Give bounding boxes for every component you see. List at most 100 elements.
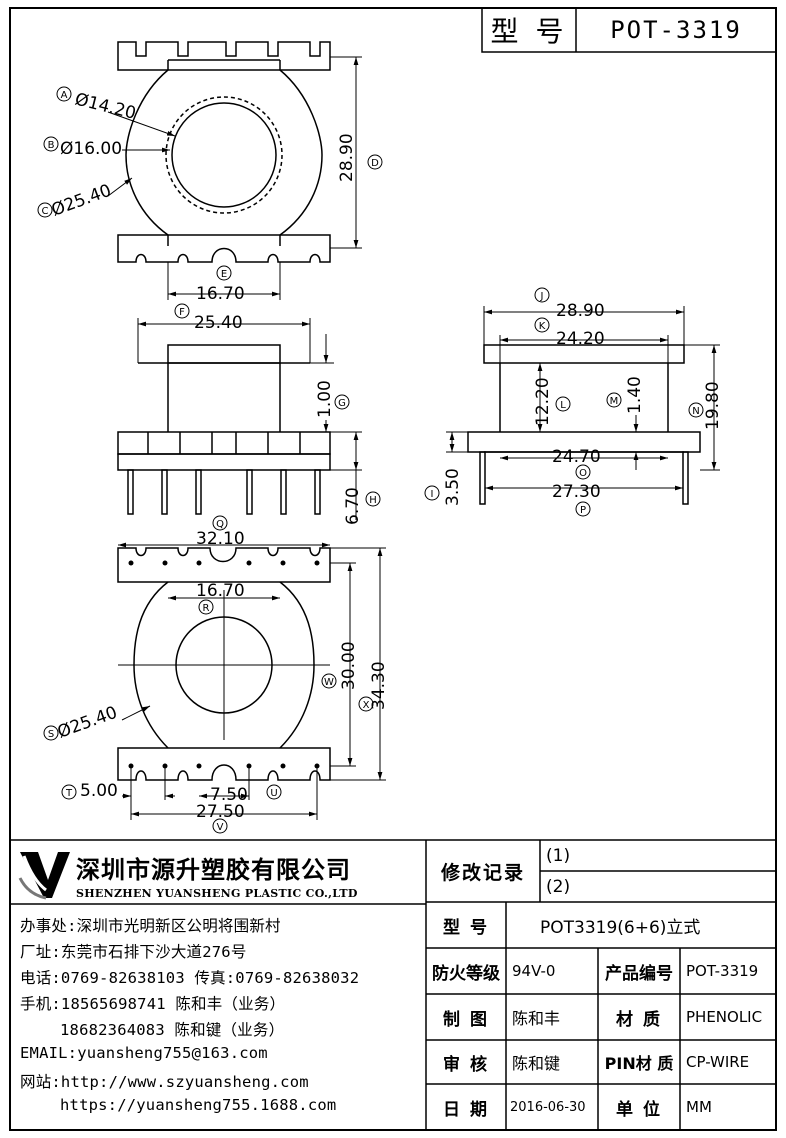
header-model-label: 型 号 bbox=[490, 15, 568, 48]
svg-text:S: S bbox=[48, 729, 54, 740]
dim-u: 7.50 bbox=[210, 785, 248, 805]
side-view bbox=[467, 344, 701, 505]
top-view bbox=[117, 41, 331, 263]
front-view bbox=[117, 344, 331, 515]
svg-text:A: A bbox=[61, 90, 68, 101]
mobile-2: 18682364083 陈和键（业务） bbox=[60, 1021, 285, 1039]
callout-p: P bbox=[575, 501, 591, 517]
revision-2: (2) bbox=[546, 876, 571, 897]
bottom-view-center-lines bbox=[118, 590, 330, 740]
callout-t: T bbox=[61, 784, 77, 800]
dim-r: 16.70 bbox=[196, 581, 245, 601]
dim-p: 27.30 bbox=[552, 482, 601, 502]
office-address: 办事处:深圳市光明新区公明将围新村 bbox=[20, 917, 281, 935]
drawing-frame bbox=[9, 7, 777, 1131]
svg-text:G: G bbox=[338, 398, 346, 409]
header-model-value: POT-3319 bbox=[610, 16, 742, 44]
callout-f: F bbox=[174, 303, 190, 319]
callout-g: G bbox=[334, 394, 350, 410]
callout-n: N bbox=[688, 402, 704, 418]
callout-j: J bbox=[534, 287, 550, 303]
dim-e: 16.70 bbox=[196, 284, 245, 304]
dim-v: 27.50 bbox=[196, 802, 245, 822]
dimension-lines bbox=[107, 56, 720, 820]
drawn-by-label: 制 图 bbox=[443, 1009, 489, 1030]
callout-e: E bbox=[216, 265, 232, 281]
callout-v: V bbox=[212, 818, 228, 834]
drawn-by-value: 陈和丰 bbox=[512, 1009, 561, 1028]
svg-text:K: K bbox=[539, 321, 546, 332]
callout-w: W bbox=[321, 673, 337, 689]
company-name-cn: 深圳市源升塑胶有限公司 bbox=[76, 855, 351, 884]
callout-s: S bbox=[43, 725, 59, 741]
callout-b: B bbox=[43, 136, 59, 152]
factory-address: 厂址:东莞市石排下沙大道276号 bbox=[20, 943, 247, 961]
email[interactable]: EMAIL:yuansheng755@163.com bbox=[20, 1044, 268, 1062]
callout-r: R bbox=[198, 599, 214, 615]
dim-b: Ø16.00 bbox=[60, 139, 122, 159]
callout-letters: A B C D E F G H I J K L M N O P Q R S T … bbox=[37, 86, 704, 834]
material-label: 材 质 bbox=[616, 1009, 662, 1030]
dim-d: 28.90 bbox=[337, 133, 357, 182]
svg-text:Q: Q bbox=[216, 519, 224, 530]
svg-text:J: J bbox=[540, 291, 544, 302]
dim-h: 6.70 bbox=[343, 487, 363, 525]
callout-d: D bbox=[367, 154, 383, 170]
callout-o: O bbox=[575, 464, 591, 480]
callout-i: I bbox=[424, 485, 440, 501]
dim-n: 19.80 bbox=[703, 381, 723, 430]
callout-h: H bbox=[365, 491, 381, 507]
revision-1: (1) bbox=[546, 845, 571, 866]
company-name-en: SHENZHEN YUANSHENG PLASTIC CO.,LTD bbox=[76, 886, 358, 900]
website-2[interactable]: https://yuansheng755.1688.com bbox=[60, 1096, 337, 1114]
dim-k: 24.20 bbox=[556, 329, 605, 349]
company-logo bbox=[18, 852, 70, 900]
unit-value: MM bbox=[686, 1098, 712, 1116]
checked-by-value: 陈和键 bbox=[512, 1054, 561, 1073]
date-value: 2016-06-30 bbox=[510, 1099, 586, 1115]
svg-text:O: O bbox=[579, 468, 587, 479]
callout-m: M bbox=[606, 392, 622, 408]
svg-text:C: C bbox=[42, 206, 49, 217]
callout-c: C bbox=[37, 202, 53, 218]
svg-text:R: R bbox=[203, 603, 210, 614]
mobile-1: 手机:18565698741 陈和丰（业务） bbox=[20, 995, 286, 1013]
callout-a: A bbox=[56, 86, 72, 102]
dim-j: 28.90 bbox=[556, 301, 605, 321]
callout-u: U bbox=[266, 784, 282, 800]
dim-t: 5.00 bbox=[80, 781, 118, 801]
fire-rating-value: 94V-0 bbox=[512, 962, 556, 980]
phone-fax: 电话:0769-82638103 传真:0769-82638032 bbox=[20, 969, 360, 987]
callout-k: K bbox=[534, 317, 550, 333]
svg-text:U: U bbox=[270, 788, 277, 799]
svg-text:W: W bbox=[324, 677, 334, 688]
svg-text:L: L bbox=[560, 400, 566, 411]
product-no-label: 产品编号 bbox=[605, 963, 673, 984]
svg-text:X: X bbox=[363, 700, 370, 711]
svg-text:N: N bbox=[692, 406, 699, 417]
svg-text:T: T bbox=[65, 788, 73, 799]
title-block-grid bbox=[10, 7, 777, 1130]
callout-l: L bbox=[555, 396, 571, 412]
material-value: PHENOLIC bbox=[686, 1008, 763, 1026]
dim-w: 30.00 bbox=[339, 641, 359, 690]
website-1[interactable]: 网站:http://www.szyuansheng.com bbox=[20, 1073, 309, 1091]
pin-material-label: PIN材 质 bbox=[604, 1054, 674, 1073]
svg-text:D: D bbox=[371, 158, 379, 169]
dim-f: 25.40 bbox=[194, 313, 243, 333]
product-no-value: POT-3319 bbox=[686, 962, 759, 980]
model-value: POT3319(6+6)立式 bbox=[540, 917, 701, 938]
revision-label: 修改记录 bbox=[440, 861, 525, 884]
dim-q: 32.10 bbox=[196, 529, 245, 549]
svg-text:B: B bbox=[48, 140, 55, 151]
dim-m: 1.40 bbox=[625, 376, 645, 414]
pin-material-value: CP-WIRE bbox=[686, 1053, 750, 1071]
dim-g: 1.00 bbox=[315, 380, 335, 418]
dim-i: 3.50 bbox=[443, 468, 463, 506]
svg-text:I: I bbox=[431, 489, 434, 500]
svg-text:M: M bbox=[610, 396, 619, 407]
checked-by-label: 审 核 bbox=[443, 1054, 489, 1075]
svg-text:H: H bbox=[369, 495, 377, 506]
